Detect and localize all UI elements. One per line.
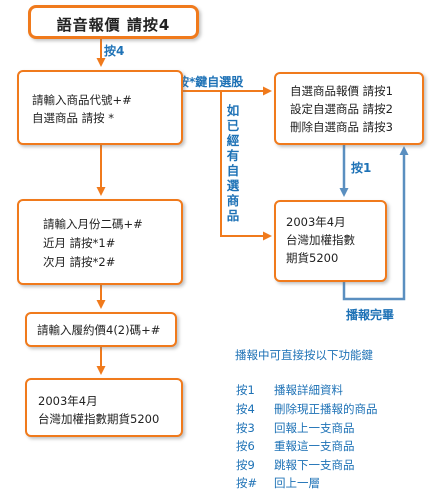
legend-desc: 跳報下一支商品 [274,458,355,472]
box-month-input: 請輸入月份二碼+# 近月 請按*1# 次月 請按*2# [17,199,183,285]
box-result-left: 2003年4月 台灣加權指數期貨5200 [25,378,183,437]
box-enter-code-line-1: 請輸入商品代號+# [32,93,132,107]
title-text: 語音報價 請按4 [56,16,171,34]
title-box: 語音報價 請按4 [28,5,199,39]
box-enter-code: 請輸入商品代號+# 自選商品 請按 * [17,70,183,145]
legend-row: 按9 跳報下一支商品 [236,457,355,473]
box-self-menu-line-2: 設定自選商品 請按2 [290,102,393,116]
legend-row: 按3 回報上一支商品 [236,420,355,436]
box-enter-code-line-2: 自選商品 請按 * [32,111,115,125]
box-self-menu-line-3: 刪除自選商品 請按3 [290,120,393,134]
legend-key: 按3 [236,421,255,435]
box-result-right-line-3: 期貨5200 [286,251,339,265]
legend-key: 按1 [236,383,255,397]
box-result-left-line-1: 2003年4月 [38,394,98,408]
legend-desc: 重報這一支商品 [274,439,355,453]
box-month-line-2: 近月 請按*1# [43,236,116,250]
legend-desc: 播報詳細資料 [274,383,343,397]
box-result-right-line-2: 台灣加權指數 [286,233,355,247]
box-result-right: 2003年4月 台灣加權指數 期貨5200 [274,200,387,282]
legend-desc: 回報上一支商品 [274,421,355,435]
legend-row: 按# 回上一層 [236,475,320,491]
arrow-already-to-result [220,91,272,241]
box-result-left-line-2: 台灣加權指數期貨5200 [38,412,160,426]
label-report-done: 播報完畢 [346,308,395,322]
box-strike-input: 請輸入履約價4(2)碼+# [25,312,177,347]
legend-desc: 刪除現正播報的商品 [274,402,378,416]
box-self-menu-line-1: 自選商品報價 請按1 [290,84,393,98]
label-already-selected: 如已經有自選商品 [226,103,240,223]
box-strike-line-1: 請輸入履約價4(2)碼+# [37,323,161,337]
legend-key: 按4 [236,402,255,416]
legend-desc: 回上一層 [274,476,320,490]
legend-key: 按# [236,476,258,490]
box-result-right-line-1: 2003年4月 [286,215,346,229]
label-press1: 按1 [351,161,372,175]
legend-key: 按6 [236,439,255,453]
legend-row: 按1 播報詳細資料 [236,382,343,398]
box-month-line-3: 次月 請按*2# [43,255,116,269]
box-self-menu: 自選商品報價 請按1 設定自選商品 請按2 刪除自選商品 請按3 [274,72,424,145]
label-press4: 按4 [104,44,125,58]
arrow-report-loop [342,146,409,301]
legend-row: 按6 重報這一支商品 [236,438,355,454]
box-month-line-1: 請輸入月份二碼+# [43,217,143,231]
legend-key: 按9 [236,458,255,472]
label-star-key: 按*鍵自選股 [177,75,244,89]
legend-row: 按4 刪除現正播報的商品 [236,401,378,417]
legend-heading: 播報中可直接按以下功能鍵 [235,348,373,362]
